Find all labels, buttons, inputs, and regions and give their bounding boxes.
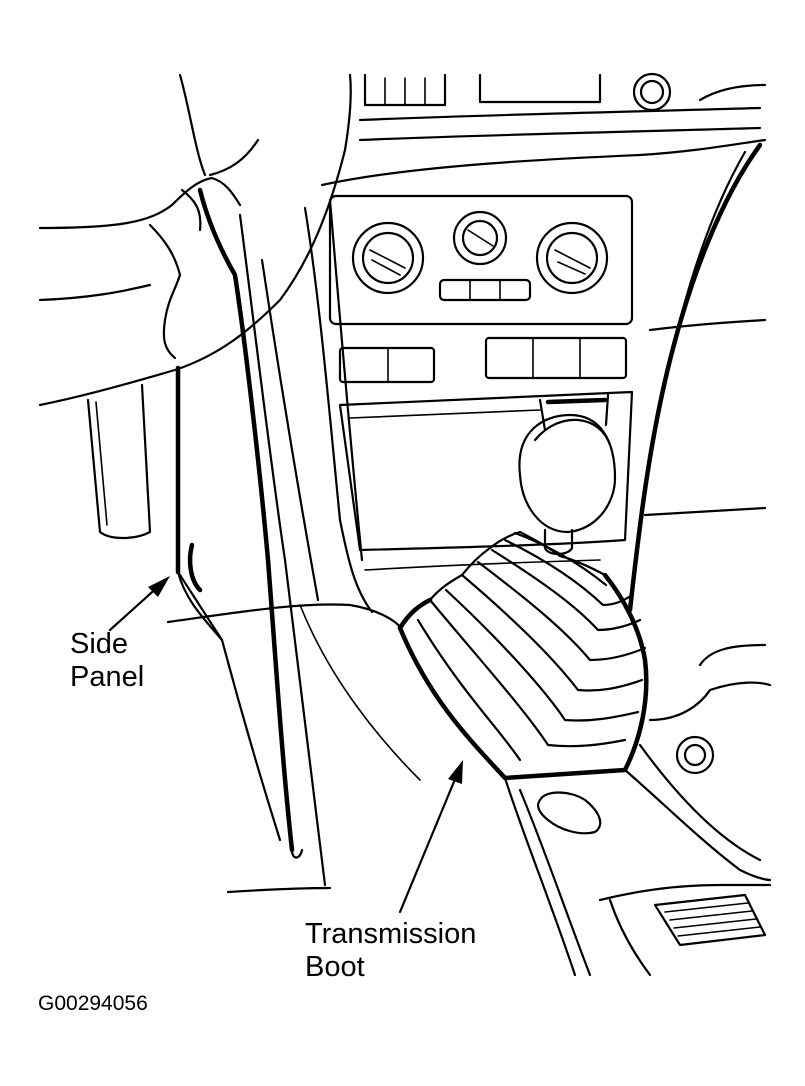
knee-bolster xyxy=(86,383,152,540)
side-panel-callout-arrow xyxy=(108,576,170,632)
shift-knob xyxy=(518,413,617,556)
transmission-boot-label-line-1: Transmission xyxy=(305,918,477,950)
switch-row xyxy=(338,336,628,384)
transmission-boot-label: Transmission Boot xyxy=(305,918,476,984)
side-panel-label-line-2: Panel xyxy=(70,661,145,693)
side-panel-label-line-1: Side xyxy=(70,628,129,660)
floor-trim xyxy=(166,603,421,894)
side-panel xyxy=(175,187,327,887)
steering-column-shroud xyxy=(38,73,352,407)
center-console-frame xyxy=(303,138,767,614)
side-panel-label: Side Panel xyxy=(70,628,144,694)
transmission-boot-label-line-2: Boot xyxy=(305,951,365,983)
figure-id: G00294056 xyxy=(38,992,148,1015)
transmission-boot xyxy=(397,530,649,781)
lower-console xyxy=(503,643,772,977)
transmission-boot-callout-arrow xyxy=(398,760,463,914)
upper-vents xyxy=(358,72,767,142)
climate-control-panel xyxy=(328,194,634,326)
